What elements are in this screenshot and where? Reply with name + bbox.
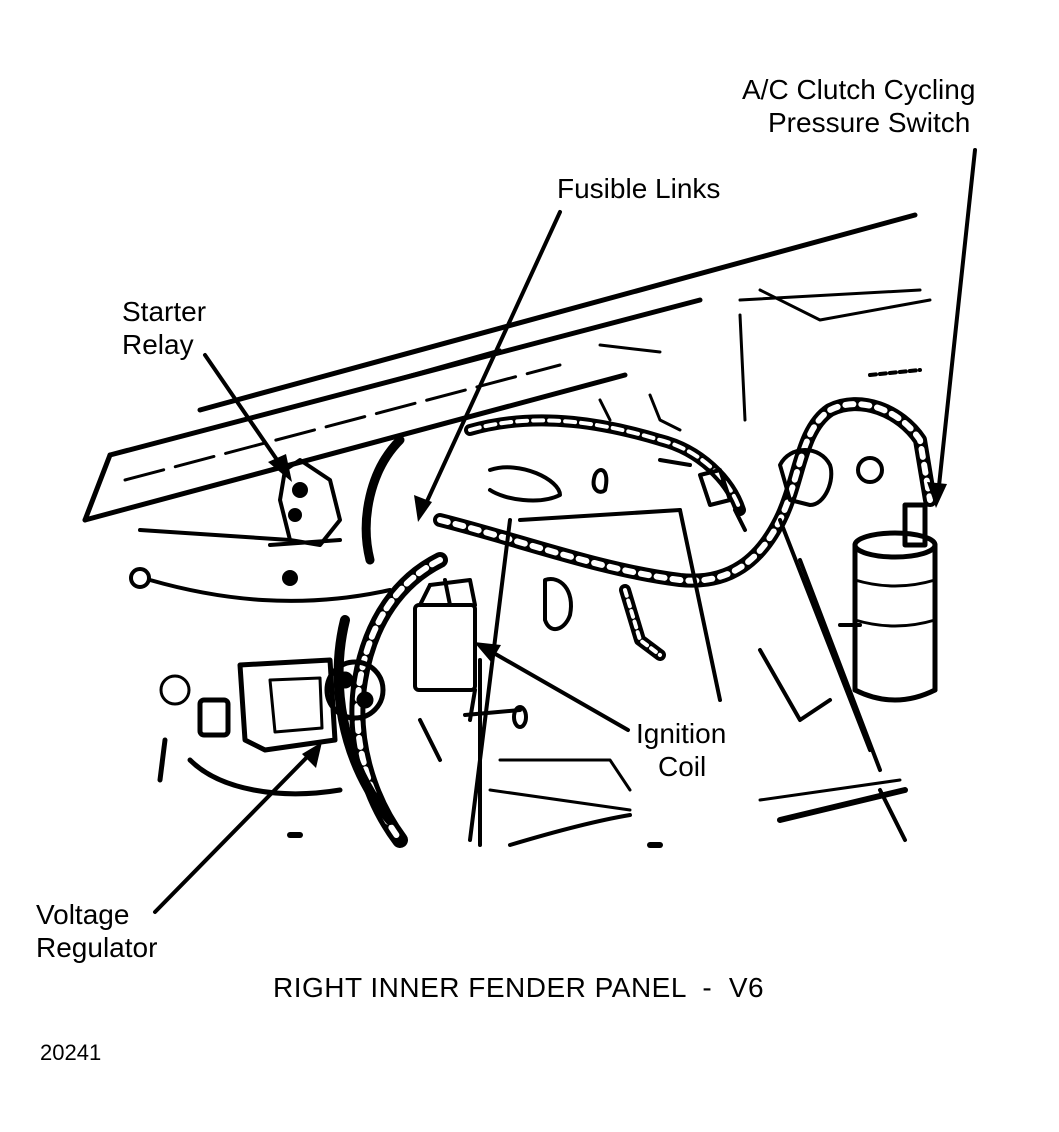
- lower-body: [287, 508, 908, 848]
- ac-switch-arrow-icon: [927, 482, 947, 508]
- ignition-coil-label: Ignition Coil: [636, 718, 727, 782]
- fender-panel: [82, 212, 932, 523]
- ignition-coil: [413, 518, 528, 847]
- voltage-regulator-arrow-icon: [302, 742, 322, 768]
- voltage-regulator-leader: [153, 748, 316, 914]
- arrow-heads: [268, 454, 947, 768]
- fusible-links-label: Fusible Links: [557, 173, 721, 204]
- voltage-regulator-label: Voltage Regulator: [36, 899, 158, 963]
- component-details: [488, 448, 884, 631]
- ignition-coil-leader: [483, 646, 630, 732]
- fusible-links-leader: [421, 210, 562, 512]
- voltage-regulator: [157, 657, 386, 797]
- starter-relay-arrow-icon: [268, 454, 292, 482]
- ac-switch-leader: [936, 148, 977, 497]
- fusible-links-arrow-icon: [414, 495, 432, 522]
- figure-caption: RIGHT INNER FENDER PANEL - V6: [273, 972, 765, 1003]
- leader-lines: [153, 148, 977, 914]
- wiring-harness: [333, 397, 937, 848]
- starter-relay: [129, 458, 392, 603]
- ac-clutch-switch-label: A/C Clutch Cycling Pressure Switch: [742, 74, 976, 138]
- figure-number: 20241: [40, 1040, 102, 1065]
- starter-relay-leader: [203, 353, 286, 472]
- starter-relay-label: Starter Relay: [122, 296, 207, 360]
- ac-accumulator: [838, 502, 938, 703]
- ignition-coil-arrow-icon: [474, 642, 501, 662]
